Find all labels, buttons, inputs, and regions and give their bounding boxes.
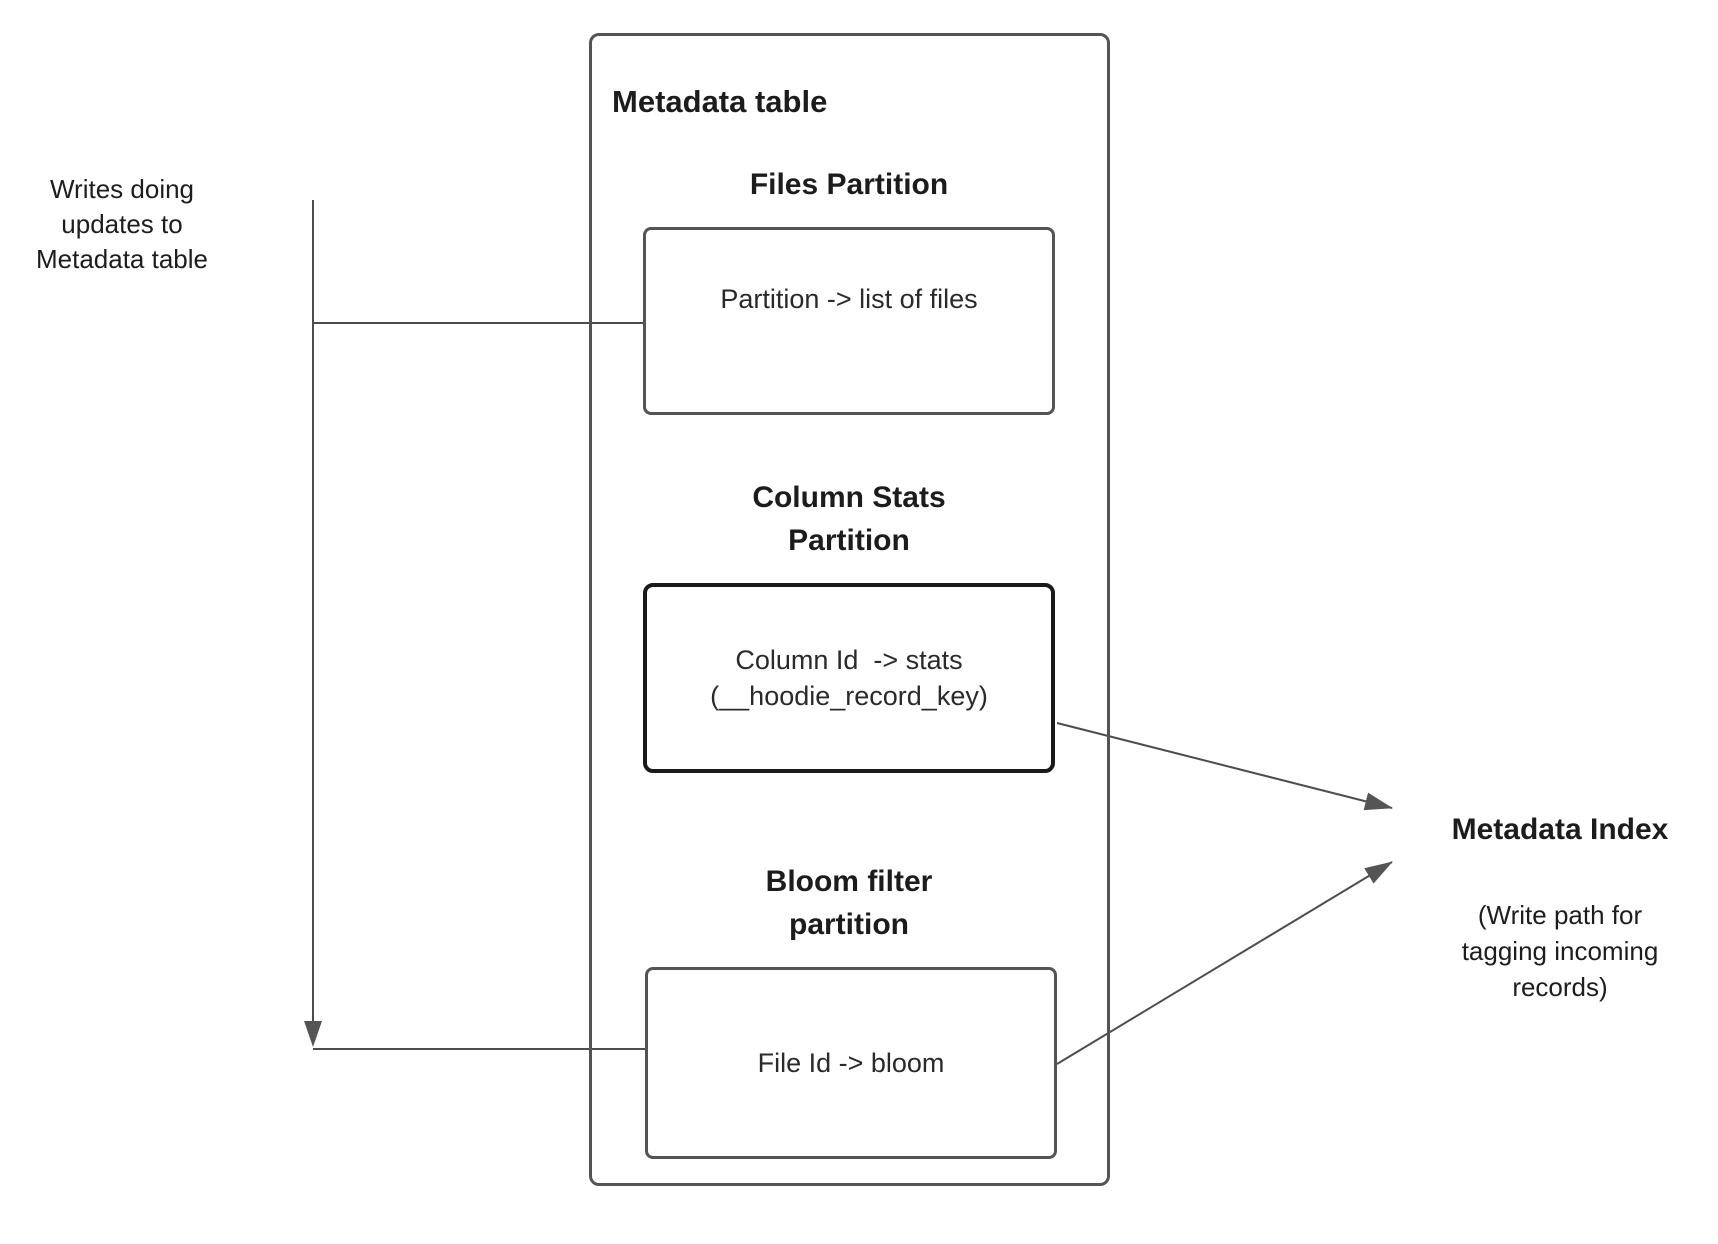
column-stats-partition-box-text: Column Id -> stats (__hoodie_record_key) (710, 645, 988, 711)
files-partition-box: Partition -> list of files (643, 227, 1055, 415)
writes-updates-label: Writes doing updates to Metadata table (35, 174, 208, 274)
column-stats-partition-heading: Column Stats Partition (752, 481, 946, 557)
bloom-to-index-arrow (1056, 861, 1393, 1065)
files-partition-box-text: Partition -> list of files (720, 284, 978, 314)
metadata-index-block: Metadata Index (Write path for tagging i… (1398, 810, 1718, 1005)
bloom-filter-partition-box: File Id -> bloom (645, 967, 1057, 1159)
metadata-index-title: Metadata Index (1451, 813, 1669, 846)
files-partition-heading: Files Partition (749, 168, 949, 201)
bloom-filter-partition-heading: Bloom filter partition (765, 865, 933, 941)
column-stats-to-index-arrow (1056, 722, 1393, 811)
bloom-filter-partition-box-text: File Id -> bloom (757, 1048, 945, 1078)
metadata-table-container (589, 33, 1110, 1186)
column-stats-partition-box: Column Id -> stats (__hoodie_record_key) (643, 583, 1055, 773)
down-arrowhead-icon (304, 1021, 322, 1047)
metadata-index-note: (Write path for tagging incoming records… (1461, 900, 1659, 1002)
metadata-table-title: Metadata table (612, 84, 828, 119)
